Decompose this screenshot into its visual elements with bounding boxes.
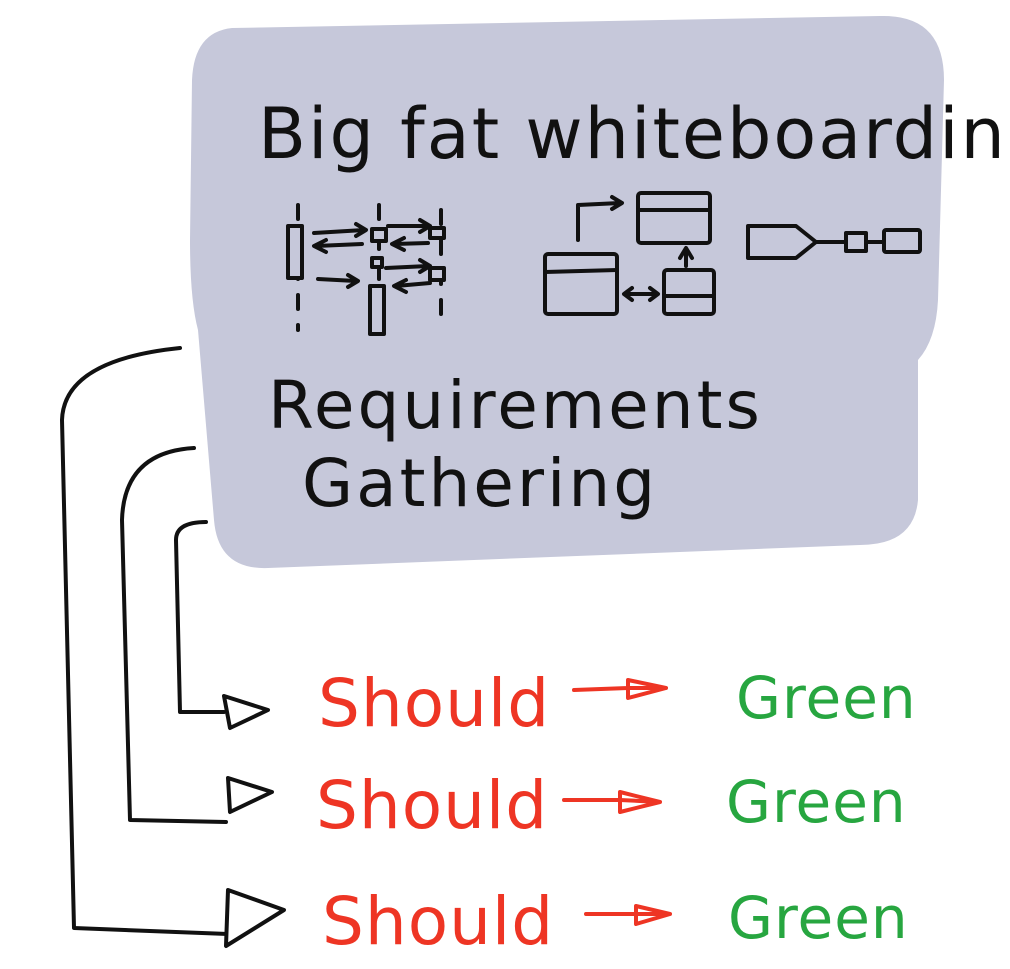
- box-diagram-sketch: [543, 191, 716, 316]
- should-label-2: Should: [316, 767, 548, 844]
- flow-connectors: [60, 346, 286, 948]
- flow-row-2: Should Green: [316, 767, 907, 844]
- green-label-3: Green: [728, 884, 909, 952]
- arrow-should-to-green-3: [584, 904, 672, 926]
- arrow-should-to-green-1: [572, 678, 668, 700]
- gathering-label: Gathering: [302, 445, 658, 522]
- green-label-2: Green: [726, 768, 907, 836]
- should-label-1: Should: [318, 665, 550, 742]
- should-label-3: Should: [322, 883, 554, 960]
- flow-row-3: Should Green: [322, 883, 909, 960]
- board-title: Big fat whiteboarding: [258, 93, 1010, 175]
- green-label-1: Green: [736, 664, 917, 732]
- pipeline-sketch: [746, 224, 922, 260]
- sequence-diagram-sketch: [286, 203, 446, 336]
- requirements-label: Requirements: [268, 367, 763, 444]
- arrow-should-to-green-2: [562, 790, 662, 814]
- flow-row-1: Should Green: [318, 664, 917, 742]
